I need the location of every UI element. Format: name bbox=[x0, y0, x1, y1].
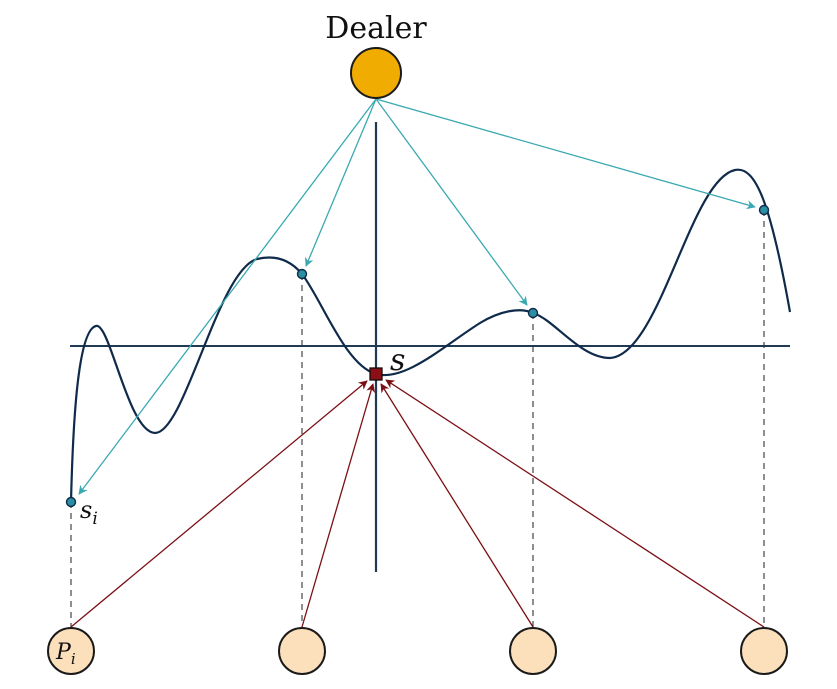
share-arrow bbox=[375, 98, 528, 306]
reconstruction-arrow bbox=[70, 380, 368, 628]
share-point bbox=[527, 307, 539, 319]
party-node bbox=[509, 627, 557, 675]
projection-lines bbox=[70, 210, 765, 628]
share-arrow bbox=[375, 98, 756, 210]
share-point bbox=[296, 268, 308, 280]
share-label: si bbox=[80, 496, 98, 529]
party-label: Pi bbox=[55, 640, 76, 668]
party-nodes bbox=[47, 627, 788, 675]
dealer-label: Dealer bbox=[325, 11, 427, 46]
polynomial-curve bbox=[69, 168, 792, 503]
party-node bbox=[740, 627, 788, 675]
reconstruction-arrow bbox=[380, 383, 534, 628]
secret-label: s bbox=[390, 343, 405, 378]
reconstruction-arrow bbox=[301, 383, 376, 628]
party-node bbox=[47, 627, 95, 675]
share-arrow bbox=[304, 98, 377, 267]
reconstruction-arrow bbox=[385, 379, 765, 628]
secret-point bbox=[369, 367, 383, 381]
share-point bbox=[65, 496, 77, 508]
party-label-subscript: i bbox=[71, 650, 76, 668]
party-label-main: P bbox=[55, 640, 72, 665]
share-label-subscript: i bbox=[92, 509, 97, 529]
share-point bbox=[758, 204, 770, 216]
share-arrows bbox=[78, 98, 756, 495]
share-label-main: s bbox=[80, 496, 92, 524]
share-arrow bbox=[78, 98, 377, 495]
share-points bbox=[65, 204, 770, 508]
dealer-node bbox=[350, 47, 402, 99]
party-node bbox=[278, 627, 326, 675]
reconstruction-arrows bbox=[70, 379, 765, 628]
